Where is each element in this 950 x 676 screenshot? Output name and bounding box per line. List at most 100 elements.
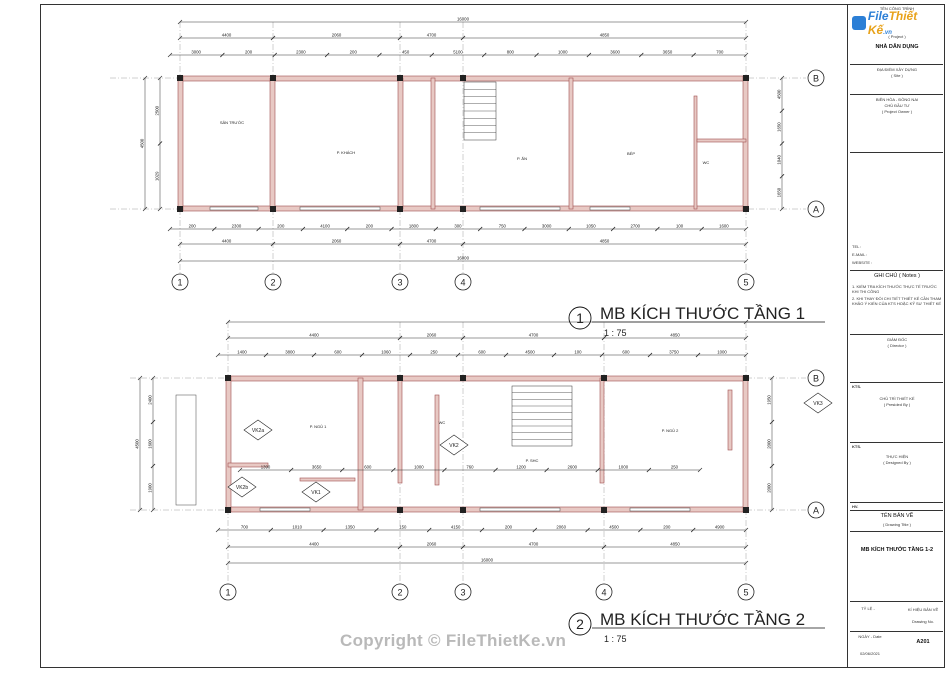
divider	[850, 152, 943, 153]
room-label: P. KHÁCH	[337, 150, 355, 155]
dimension-tick	[769, 419, 775, 425]
dimension-tick	[150, 419, 156, 425]
dimension-label: 760	[466, 465, 474, 470]
dimension-label: 4500	[777, 89, 782, 99]
dimension-label: 200	[277, 224, 285, 229]
dimension-label: 150	[399, 525, 407, 530]
dimension-tick	[743, 35, 749, 41]
dimension-tick	[263, 352, 269, 358]
dimension-label: 2060	[332, 239, 342, 244]
column	[397, 507, 403, 513]
grid-bubble	[454, 583, 472, 601]
dimension-label: 1950	[767, 395, 772, 405]
dimension-label: 250	[430, 350, 438, 355]
window	[259, 507, 311, 512]
kts-label-1: KTS.	[852, 384, 862, 389]
window	[175, 394, 197, 506]
project-sub: ( Project )	[888, 34, 906, 39]
note-1: 1. KIỂM TRA KÍCH THƯỚC THỰC TẾ TRƯỚC KHI…	[852, 284, 937, 294]
window-tag	[439, 434, 469, 456]
dimension-tick	[300, 226, 306, 232]
dimension-tick	[743, 52, 749, 58]
dimension-label: 800	[507, 50, 515, 55]
window-tag	[243, 419, 273, 441]
site-sub: ( Site )	[891, 73, 903, 78]
dimension-label: 4700	[529, 542, 539, 547]
room-label: P. ĂN	[517, 156, 527, 161]
divider	[850, 631, 943, 632]
wall	[568, 77, 574, 210]
dimension-tick	[389, 226, 394, 232]
dimension-tick	[699, 226, 704, 232]
dimension-tick	[212, 226, 217, 232]
divider	[850, 382, 943, 383]
dimension-tick	[225, 560, 231, 566]
dimension-label: 1010	[292, 525, 302, 530]
grid-bubble-label: A	[813, 506, 819, 516]
dimension-tick	[359, 352, 365, 358]
dimension-tick	[769, 463, 775, 469]
dimension-tick	[407, 352, 413, 358]
dimension-label: 4850	[670, 333, 680, 338]
divider	[850, 94, 943, 95]
site-location: BIÊN HÒA - ĐỒNG NAI	[875, 97, 919, 102]
wall	[727, 389, 733, 451]
dimension-tick	[655, 226, 660, 232]
dimension-tick	[167, 226, 173, 232]
dimension-label: 600	[622, 350, 630, 355]
dimension-tick	[339, 467, 345, 473]
dimension-label: 1400	[237, 350, 247, 355]
column	[460, 75, 466, 81]
dimension-label: 3000	[191, 50, 201, 55]
dimension-tick	[697, 467, 703, 473]
dimension-label: 2060	[427, 542, 437, 547]
dimension-tick	[647, 352, 653, 358]
grid-bubble	[737, 273, 755, 291]
dimension-tick	[503, 352, 509, 358]
date-label: NGÀY - Date	[858, 634, 882, 639]
column	[460, 507, 466, 513]
grid-bubble-label: 3	[460, 588, 465, 598]
dimension-tick	[150, 375, 156, 381]
grid-bubble	[807, 501, 825, 519]
dimension-tick	[779, 75, 785, 81]
dimension-label: 1650	[777, 187, 782, 197]
column	[743, 75, 749, 81]
dimension-label: 3600	[610, 50, 620, 55]
dimension-tick	[177, 241, 183, 247]
view-number: 2	[576, 616, 584, 632]
website-label: WEBSITE :	[852, 260, 873, 265]
dimension-tick	[150, 507, 156, 513]
view-title: MB KÍCH THƯỚC TẦNG 2	[600, 610, 805, 629]
dimension-tick	[481, 52, 487, 58]
dimension-tick	[532, 527, 538, 533]
dimension-label: 1060	[381, 350, 391, 355]
grid-bubble-label: B	[813, 374, 819, 384]
dimension-tick	[769, 507, 775, 513]
dimension-label: 1350	[345, 525, 355, 530]
wall	[696, 138, 747, 143]
dimension-tick	[137, 375, 143, 381]
window	[209, 206, 259, 211]
dimension-label: 1800	[409, 224, 419, 229]
dimension-label: 2600	[567, 465, 577, 470]
dimension-label: 2700	[630, 224, 640, 229]
dimension-tick	[477, 226, 483, 232]
dimension-label: 2300	[232, 224, 242, 229]
dimension-tick	[460, 241, 466, 247]
dimension-tick	[344, 226, 350, 232]
dimension-tick	[225, 544, 231, 550]
dimension-label: 3000	[542, 224, 552, 229]
kts-label-2: KTS.	[852, 444, 862, 449]
divider	[850, 502, 943, 503]
dimension-tick	[324, 52, 330, 58]
room-label: WC	[439, 420, 446, 425]
dimension-label: 1650	[777, 122, 782, 132]
window-tag-label: VK2	[449, 443, 459, 449]
window-tag-label: VK1	[311, 490, 321, 496]
dimension-label: 16000	[457, 17, 470, 22]
dimension-tick	[215, 352, 221, 358]
dimension-tick	[779, 108, 785, 113]
